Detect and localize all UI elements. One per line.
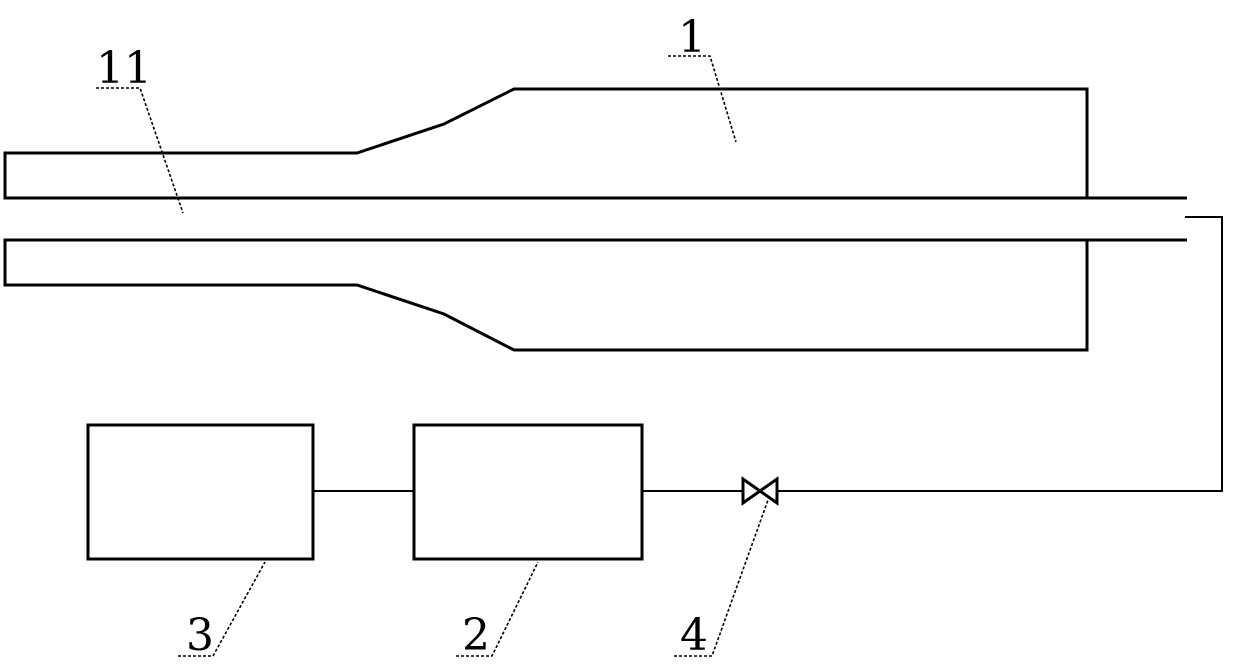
label-unit-3: 3 (186, 610, 214, 661)
body-lower-outline (5, 240, 1187, 350)
body-upper-outline (5, 89, 1187, 198)
label-device: 1 (678, 12, 706, 63)
label-valve: 4 (680, 610, 708, 661)
label-unit-2: 2 (462, 610, 490, 661)
unit-3-box (88, 425, 313, 559)
valve-symbol (743, 479, 777, 503)
leader-channel (96, 88, 183, 213)
unit-2-box (414, 425, 642, 559)
leader-device (668, 56, 736, 142)
return-pipe (778, 217, 1222, 491)
label-channel: 11 (96, 43, 152, 94)
